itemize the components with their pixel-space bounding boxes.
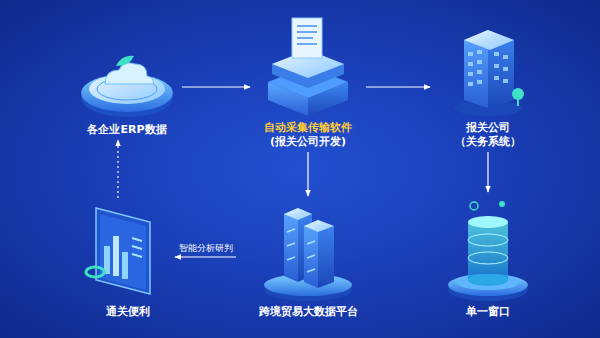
node-sublabel: （关务系统）: [455, 135, 521, 149]
icon-node: 自动采集传输软件(报关公司开发): [250, 16, 366, 152]
icon-node: 通关便利: [80, 198, 175, 322]
flow-arrow: [175, 256, 236, 257]
icon-node: 单一窗口: [438, 192, 538, 322]
node-label: 通关便利: [106, 305, 150, 319]
node-label: 自动采集传输软件: [264, 121, 352, 135]
single-window-icon: [448, 201, 528, 301]
icon-node: 跨境贸易大数据平台: [236, 196, 380, 322]
icon-node: 报关公司（关务系统）: [430, 22, 546, 152]
icon-node: 各企业ERP数据: [72, 42, 182, 140]
node-label: 报关公司: [466, 121, 510, 135]
flow-arrow: [307, 152, 308, 196]
flow-arrow: [487, 152, 488, 192]
erp-icon: [81, 56, 173, 117]
flow-arrow: [366, 86, 430, 87]
node-label: 各企业ERP数据: [87, 123, 166, 137]
node-label: 跨境贸易大数据平台: [259, 305, 358, 319]
node-label: 单一窗口: [466, 305, 510, 319]
building-icon: [454, 30, 524, 116]
dashboard-icon: [86, 208, 150, 294]
node-sublabel: (报关公司开发): [270, 135, 346, 149]
software-icon: [268, 18, 348, 116]
flow-arrow: [117, 140, 118, 198]
server-icon: [264, 208, 352, 301]
flow-arrow: [182, 86, 250, 87]
edge-label: 智能分析研判: [176, 242, 236, 254]
